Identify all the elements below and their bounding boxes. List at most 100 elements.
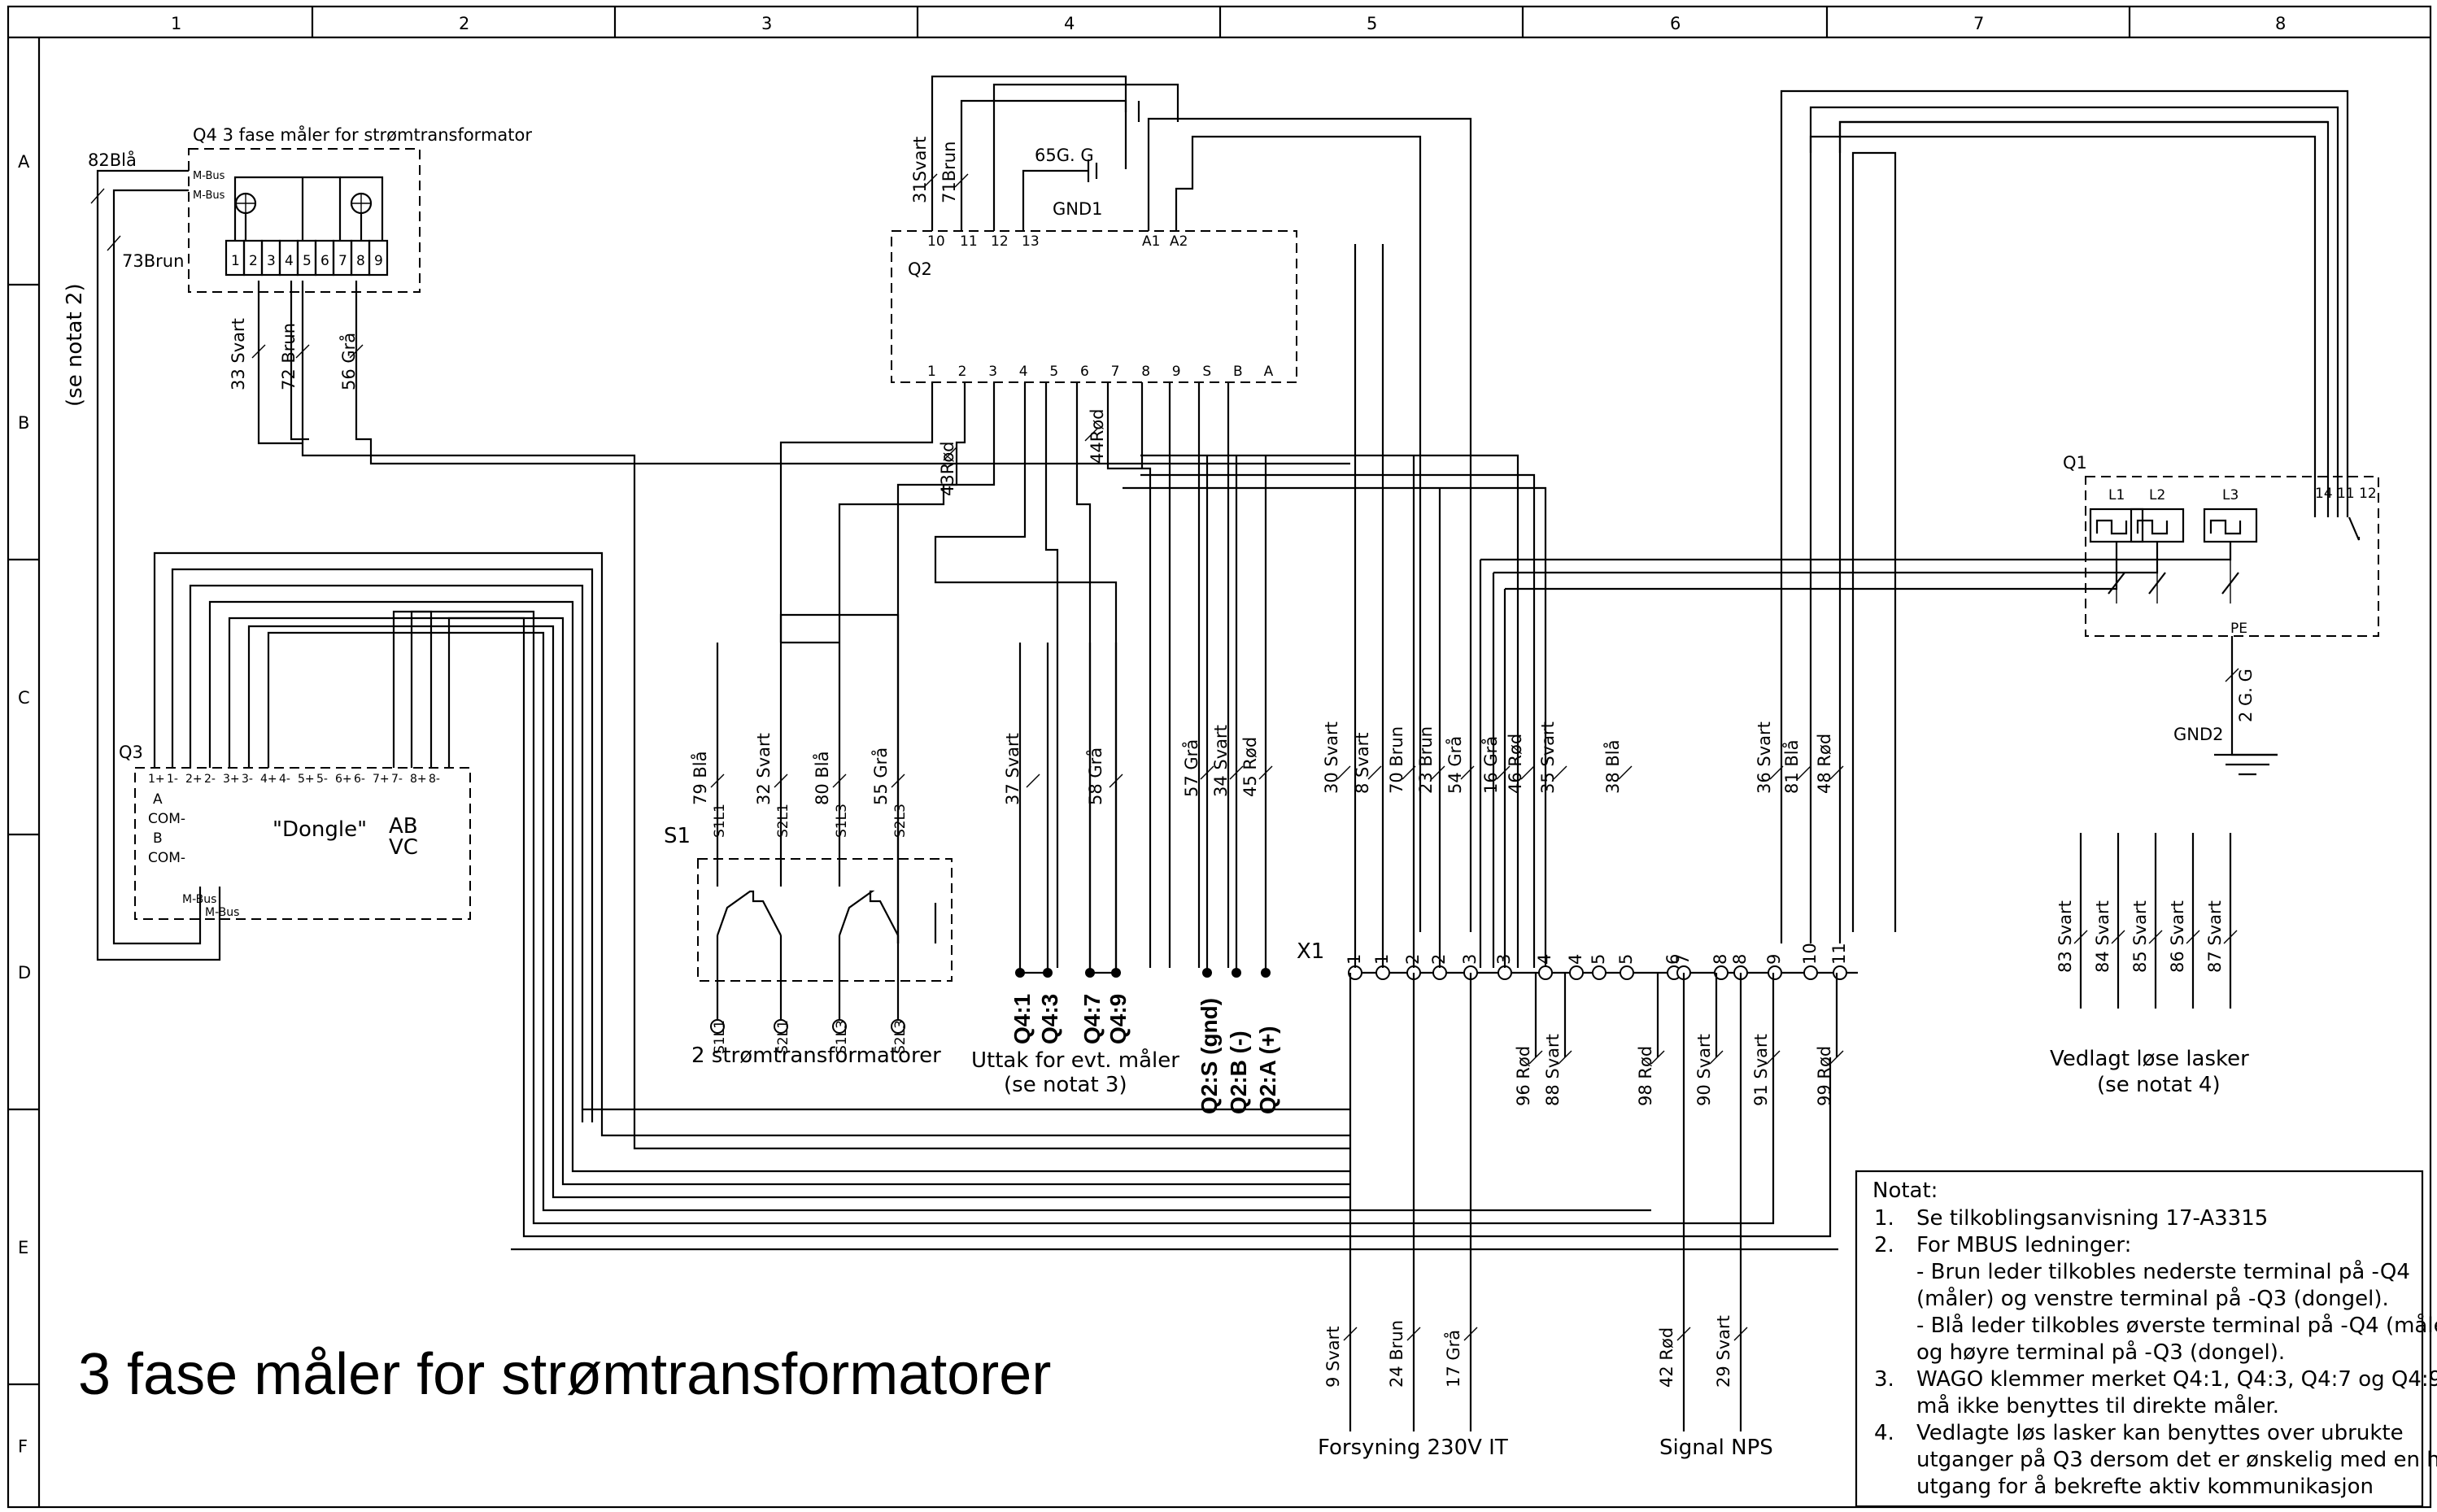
q1-pe: PE: [2230, 621, 2247, 637]
wire-label: 45 Rød: [1240, 737, 1260, 797]
q3-b: B: [153, 830, 163, 847]
row-label: D: [18, 963, 31, 983]
supply-wire-label: 9 Svart: [1323, 1326, 1343, 1388]
test-terminal-label: Q4:3: [1037, 994, 1062, 1044]
ct-terminal-label: S1L1: [712, 804, 728, 838]
row-label: C: [18, 688, 30, 708]
q3-pin-label: 4+: [260, 773, 277, 786]
wire-label: 81 Blå: [1781, 739, 1802, 794]
q3-pin-label: 8+: [410, 773, 427, 786]
x1-terminal-number: 5: [1616, 954, 1636, 965]
q4-terminal-label: 9: [374, 253, 383, 269]
q4-wiring: 82Blå 73Brun (se notat 2) 33 Svart 72 Br…: [63, 150, 1350, 1150]
note-2-ref: (se notat 2): [63, 283, 87, 407]
ct-bottom-label: S1L1: [712, 1020, 728, 1054]
wire-label: 48 Rød: [1815, 734, 1834, 794]
note-line: Se tilkoblingsanvisning 17-A3315: [1916, 1206, 2268, 1231]
q3-pin-label: 2-: [204, 773, 216, 786]
q2-bottom-pin: 8: [1141, 364, 1150, 380]
wire-label: 16 Grå: [1480, 736, 1501, 794]
x1-terminal-number: 4: [1535, 954, 1554, 965]
note-number: 2.: [1874, 1233, 1894, 1257]
q3-mbus-2: M-Bus: [205, 906, 239, 919]
x1-terminal-number: 4: [1566, 954, 1585, 965]
q3-pin-label: 5+: [298, 773, 315, 786]
note-number: 3.: [1874, 1367, 1894, 1392]
q4-mbus-1: M-Bus: [193, 170, 225, 182]
q1-phase-label: L1: [2108, 487, 2125, 503]
q4-terminal-label: 8: [356, 253, 365, 269]
wire-label: 55 Grå: [870, 747, 891, 805]
row-label: E: [18, 1238, 28, 1257]
x1-terminal-number: 7: [1673, 954, 1693, 965]
column-label: 5: [1367, 14, 1377, 33]
note-line: (måler) og venstre terminal på -Q3 (dong…: [1916, 1286, 2389, 1311]
supply-wire-label: 42 Rød: [1657, 1327, 1676, 1388]
q1-phase-label: L3: [2222, 487, 2239, 503]
q4-terminal-label: 7: [338, 253, 347, 269]
signal-label: Signal NPS: [1659, 1436, 1773, 1460]
note-number: 1.: [1874, 1206, 1894, 1231]
row-label: B: [18, 413, 29, 433]
loose-caption-1: Vedlagt løse lasker: [2050, 1047, 2249, 1071]
wire-label: 90 Svart: [1694, 1034, 1714, 1106]
wire-label: 23 Brun: [1416, 726, 1436, 794]
q2-top-pin: 13: [1022, 233, 1040, 250]
q2-top-pin: 11: [960, 233, 978, 250]
ct-terminal-label: S2L1: [775, 804, 791, 838]
q3-a: A: [153, 791, 163, 808]
q4-terminal-label: 5: [303, 253, 312, 269]
wire-56: 56 Grå: [338, 333, 359, 390]
notes-heading: Notat:: [1872, 1179, 1938, 1203]
q3-pin-label: 5-: [316, 773, 328, 786]
wire-label: 54 Grå: [1445, 736, 1465, 794]
supply-label: Forsyning 230V IT: [1318, 1436, 1508, 1460]
wire-31: 31Svart: [910, 137, 930, 203]
loose-link-label: 85 Svart: [2130, 900, 2150, 973]
q2-bottom-pin: 5: [1049, 364, 1058, 380]
wire-label: 70 Brun: [1387, 726, 1406, 794]
note-line: WAGO klemmer merket Q4:1, Q4:3, Q4:7 og …: [1916, 1367, 2437, 1392]
q3-com2: COM-: [148, 850, 185, 866]
note-line: - Brun leder tilkobles nederste terminal…: [1916, 1259, 2410, 1284]
wire-label: 32 Svart: [754, 733, 774, 805]
q2-test-terminal-label: Q2:S (gnd): [1197, 998, 1222, 1114]
notes-box: Notat: 1. Se tilkoblingsanvisning 17-A331…: [1855, 1170, 2437, 1508]
ct-bottom-label: S2L3: [892, 1020, 909, 1054]
note-number: 4.: [1874, 1421, 1894, 1445]
wire-label: 57 Grå: [1181, 739, 1201, 797]
column-label: 7: [1973, 14, 1984, 33]
q3-pin-label: 1-: [167, 773, 178, 786]
loose-link-label: 86 Svart: [2168, 900, 2187, 973]
wire-73: 73Brun: [122, 251, 184, 271]
q2-test-terminal-label: Q2:B (-): [1226, 1031, 1251, 1114]
wire-71: 71Brun: [939, 142, 959, 203]
wire-label: 38 Blå: [1602, 739, 1623, 794]
supply-wire-label: 24 Brun: [1387, 1320, 1406, 1388]
note-line: og høyre terminal på -Q3 (dongel).: [1916, 1340, 2285, 1365]
q3-pin-label: 4-: [279, 773, 290, 786]
row-label: F: [18, 1437, 28, 1457]
loose-link-label: 84 Svart: [2093, 900, 2112, 973]
x1-terminal-number: 5: [1589, 954, 1608, 965]
wire-33: 33 Svart: [229, 318, 248, 390]
x1-terminal-number: 9: [1764, 954, 1784, 965]
q4-terminal-label: 2: [249, 253, 258, 269]
wire-label: 98 Rød: [1636, 1046, 1655, 1106]
column-label: 2: [459, 14, 469, 33]
q4-terminal-label: 4: [285, 253, 294, 269]
q3-pin-label: 3+: [223, 773, 240, 786]
q4-meter: Q4 3 fase måler for strømtransformator M…: [188, 124, 532, 293]
wire-65: 65G. G: [1035, 146, 1094, 165]
q3-pin-label: 3-: [242, 773, 253, 786]
x1-terminal-number: 8: [1730, 954, 1750, 965]
q2-bottom-pin: 4: [1019, 364, 1028, 380]
